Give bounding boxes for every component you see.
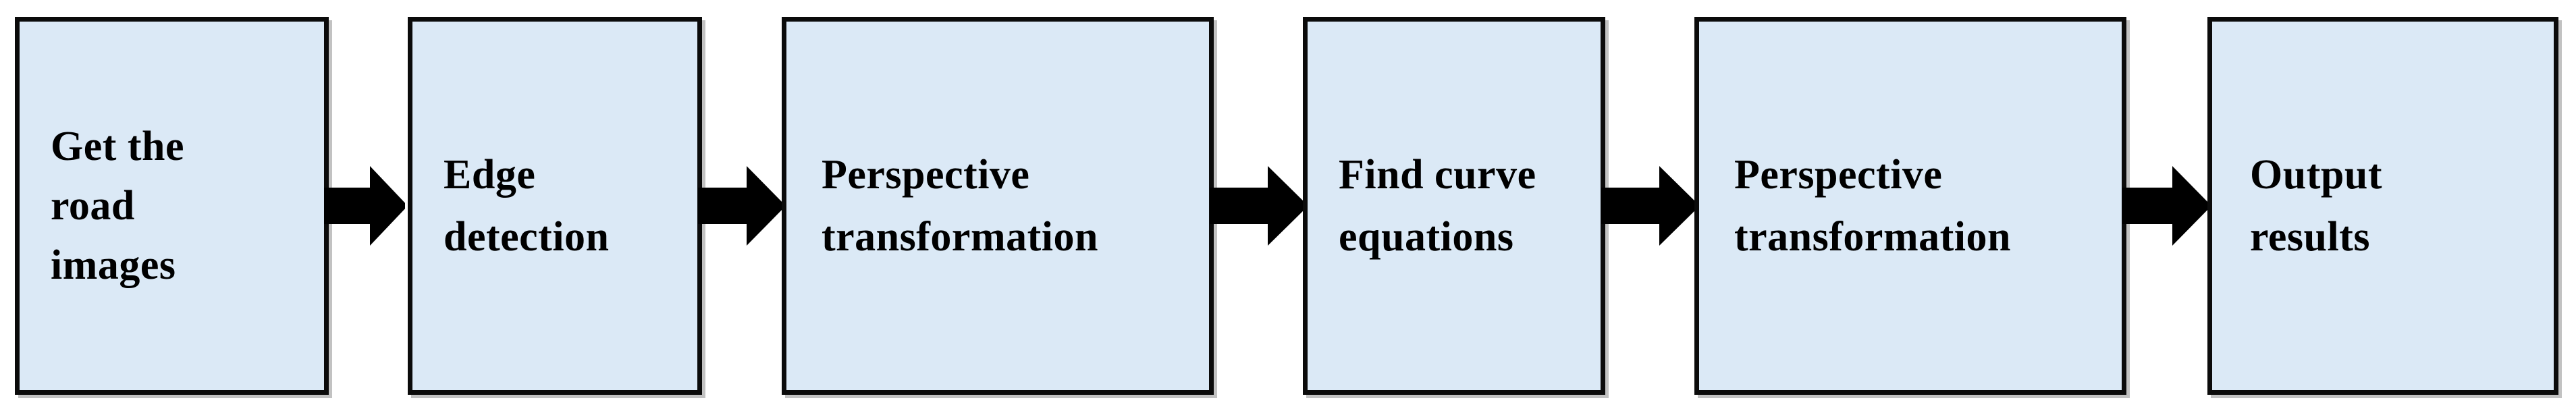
flow-node-output-results[interactable]: Output results: [2207, 17, 2558, 395]
flow-node-label-line: Output: [2250, 152, 2382, 198]
flow-node-find-curve-equations[interactable]: Find curve equations: [1303, 17, 1605, 395]
flow-node-label: Perspective transformation: [822, 134, 1098, 278]
flow-node-label-line: transformation: [1734, 214, 2011, 260]
flow-node-perspective-transformation-1[interactable]: Perspective transformation: [782, 17, 1214, 395]
flow-node-edge-detection[interactable]: Edge detection: [408, 17, 702, 395]
flow-node-label-line: detection: [444, 214, 610, 260]
flow-node-label-line: Get the: [51, 124, 185, 169]
flow-node-label-line: Perspective: [1734, 152, 1943, 198]
flow-node-label-line: Edge: [444, 152, 536, 198]
flow-node-label: Edge detection: [444, 134, 610, 278]
flow-node-label-line: transformation: [822, 214, 1098, 260]
flow-node-label: Get the road images: [51, 108, 184, 304]
flow-node-label: Find curve equations: [1339, 134, 1536, 278]
flow-arrow-right-icon: [698, 0, 786, 411]
flow-arrow-right-icon: [1210, 0, 1308, 411]
flow-node-label-line: Perspective: [822, 152, 1030, 198]
flow-node-get-the-road-images[interactable]: Get the road images: [15, 17, 329, 395]
flow-arrow-right-icon: [324, 0, 405, 411]
flow-node-label-line: road: [51, 183, 135, 229]
flow-node-label-line: images: [51, 242, 176, 288]
flow-arrow-right-icon: [2122, 0, 2211, 411]
flow-node-label: Output results: [2250, 134, 2382, 278]
flow-node-label-line: Find curve: [1339, 152, 1536, 198]
flow-node-label: Perspective transformation: [1734, 134, 2011, 278]
flow-arrow-right-icon: [1601, 0, 1700, 411]
flow-node-label-line: equations: [1339, 214, 1514, 260]
flow-node-perspective-transformation-2[interactable]: Perspective transformation: [1694, 17, 2126, 395]
flow-node-label-line: results: [2250, 214, 2371, 260]
